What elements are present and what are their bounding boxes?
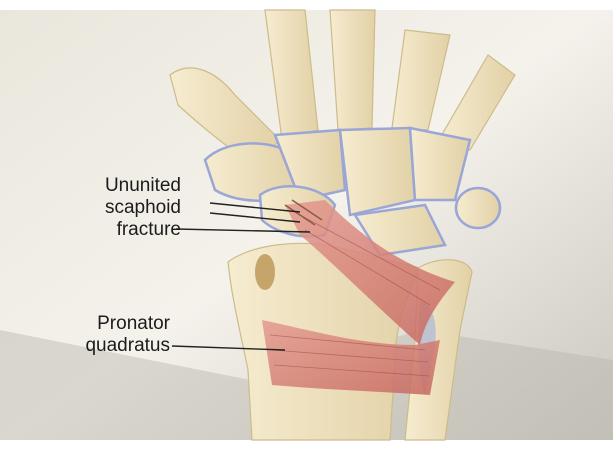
pisiform-bone	[456, 188, 500, 228]
label-line-scaphoid: scaphoid	[105, 197, 181, 219]
capitate-bone	[340, 128, 415, 215]
label-line-ununited: Ununited	[105, 175, 181, 197]
metacarpal-middle	[330, 10, 375, 130]
label-line-quadratus: quadratus	[85, 335, 170, 357]
bone-lesion	[255, 254, 275, 290]
bottom-border	[0, 440, 613, 449]
label-line-fracture: fracture	[105, 219, 181, 241]
label-line-pronator: Pronator	[85, 313, 170, 335]
pronator-quadratus-label: Pronator quadratus	[85, 313, 170, 357]
top-border	[0, 0, 613, 10]
scaphoid-fracture-label: Ununited scaphoid fracture	[105, 175, 181, 241]
